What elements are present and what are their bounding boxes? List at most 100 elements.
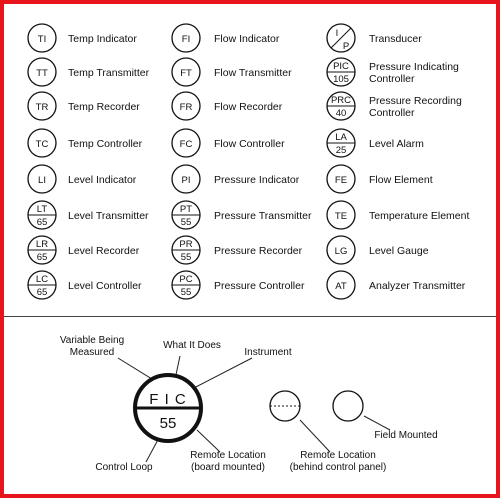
symbol-pi: PI Pressure Indicator [171,164,300,194]
ann-behind-panel: (behind control panel) [290,462,387,473]
symbol-pt: PT 55 Pressure Transmitter [171,200,312,230]
symbol-bubble-fr [171,91,201,121]
symbol-bubble-fc [171,128,201,158]
symbol-label: Level Recorder [68,245,140,257]
symbol-label: Pressure Recorder [214,245,303,257]
symbol-label: Analyzer Transmitter [369,280,466,292]
symbol-label: Temp Transmitter [68,67,150,79]
symbol-label: Level Gauge [369,245,429,257]
symbol-fr: FR Flow Recorder [171,91,283,121]
symbol-label: Temp Indicator [68,33,137,45]
symbol-tag: TR [36,102,49,113]
symbol-label: Level Controller [68,280,142,292]
symbol-tag: LA [335,132,347,143]
symbol-bubble-ti [27,23,57,53]
symbol-label: Temp Recorder [68,101,140,113]
symbol-bubble-fe [326,164,356,194]
symbol-label: Controller [369,73,415,85]
symbol-tr: TR Temp Recorder [27,91,140,121]
symbol-fc: FC Flow Controller [171,128,285,158]
symbol-tag: TI [38,34,46,45]
symbol-bubble-at [326,270,356,300]
symbol-label: Level Alarm [369,138,424,150]
ann-measured: Measured [70,347,114,358]
symbol-bubble-te [326,200,356,230]
field-mounted-bubble [332,390,364,422]
symbol-tt: TT Temp Transmitter [27,57,150,87]
symbol-number: 55 [181,217,192,228]
legend-section: F I C 55 Variable Being Measured What It… [60,335,438,473]
symbol-number: 65 [37,217,48,228]
ann-remote-board: Remote Location [190,450,266,461]
symbol-number: 65 [37,252,48,263]
symbol-tag: PIC [333,61,349,72]
symbol-bubble-tc [27,128,57,158]
large-bubble-number: 55 [160,415,177,432]
leader-field-mounted [363,415,391,431]
symbol-bubble-tt [27,57,57,87]
symbol-tag: PC [179,274,192,285]
ann-remote-behind: Remote Location [300,450,376,461]
ann-field-mounted: Field Mounted [374,430,437,441]
symbol-number: 55 [181,252,192,263]
symbol-tag: PI [182,175,191,186]
symbol-tag: LI [38,175,46,186]
symbol-tag: LG [335,246,348,257]
symbol-label: Pressure Indicator [214,174,300,186]
symbol-bubble-li [27,164,57,194]
symbol-label: Pressure Indicating [369,61,459,73]
symbol-pr: PR 55 Pressure Recorder [171,235,303,265]
symbol-label: Flow Transmitter [214,67,292,79]
symbol-lt: LT 65 Level Transmitter [27,200,149,230]
symbol-tag: PT [180,204,192,215]
symbol-bubble-ft [171,57,201,87]
symbol-label: Flow Controller [214,138,285,150]
symbol-bubble-pi [171,164,201,194]
symbol-number: 105 [333,74,349,85]
symbol-lg: LG Level Gauge [326,235,429,265]
symbol-label: Pressure Transmitter [214,210,312,222]
symbol-tag: PRC [331,95,351,106]
symbol-label: Pressure Recording [369,95,462,107]
ann-what-it-does: What It Does [163,340,221,351]
ann-variable-being: Variable Being [60,335,124,346]
symbol-number: 65 [37,287,48,298]
symbol-bubble-tr [27,91,57,121]
symbol-la: LA 25 Level Alarm [326,128,424,158]
symbol-tag: LT [37,204,48,215]
symbol-tag: FR [180,102,193,113]
leader-board-mounted [196,429,221,453]
leader-behind-panel [299,419,331,453]
symbol-tag: TE [335,211,347,222]
symbol-number: 25 [336,145,347,156]
ann-instrument: Instrument [244,347,291,358]
symbol-label: Temp Controller [68,138,143,150]
symbol-label: Level Transmitter [68,210,149,222]
symbol-tag: PR [179,239,192,250]
large-bubble-tag: F I C [149,391,187,408]
symbol-number: 40 [336,108,347,119]
symbol-label: Flow Indicator [214,33,280,45]
symbol-tag: TT [36,68,48,79]
section-divider [4,316,496,317]
symbol-tag: FC [180,139,193,150]
symbol-tag: FE [335,175,347,186]
symbol-label: Temperature Element [369,210,469,222]
symbol-label: Flow Recorder [214,101,283,113]
leader-instrument [189,357,253,391]
symbol-label: Controller [369,107,415,119]
transducer-divider [330,27,352,49]
ann-board-mounted: (board mounted) [191,462,265,473]
symbol-number: P [343,41,349,52]
